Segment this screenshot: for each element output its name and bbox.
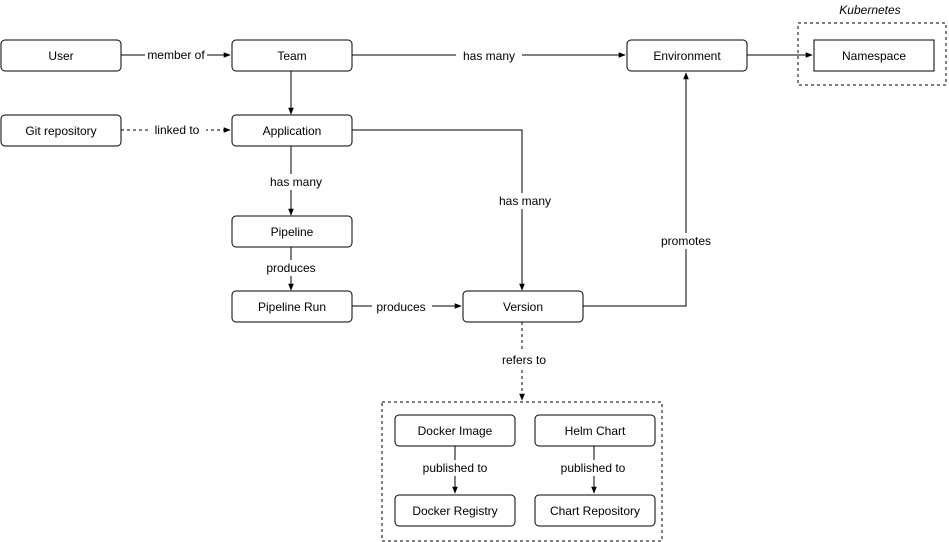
edge-label-application-version: has many xyxy=(494,193,554,209)
svg-text:Environment: Environment xyxy=(653,49,721,63)
edge-label-image-registry: published to xyxy=(418,460,492,476)
svg-text:Helm Chart: Helm Chart xyxy=(565,424,626,438)
svg-text:has many: has many xyxy=(463,49,515,63)
edge-version-environment xyxy=(583,72,689,307)
node-docker-registry: Docker Registry xyxy=(394,494,516,527)
svg-text:promotes: promotes xyxy=(661,234,711,248)
svg-text:has many: has many xyxy=(270,175,322,189)
node-version: Version xyxy=(462,290,584,323)
svg-text:linked to: linked to xyxy=(155,123,200,137)
svg-text:refers to: refers to xyxy=(502,353,546,367)
node-application: Application xyxy=(231,114,353,147)
node-docker-image: Docker Image xyxy=(394,414,516,447)
svg-text:Namespace: Namespace xyxy=(842,49,906,63)
node-pipeline: Pipeline xyxy=(231,215,353,248)
svg-text:Git repository: Git repository xyxy=(25,124,96,138)
svg-text:has many: has many xyxy=(499,194,551,208)
svg-text:Application: Application xyxy=(263,124,322,138)
node-team: Team xyxy=(231,39,353,72)
edge-label-team-environment: has many xyxy=(456,47,522,63)
edge-label-run-version: produces xyxy=(372,298,432,314)
node-environment: Environment xyxy=(626,39,748,72)
svg-text:Team: Team xyxy=(277,49,306,63)
node-git-repository: Git repository xyxy=(0,114,122,147)
edge-label-chart-repository: published to xyxy=(557,460,631,476)
edge-label-user-team: member of xyxy=(145,47,207,63)
svg-text:published to: published to xyxy=(561,461,626,475)
node-user: User xyxy=(0,39,122,72)
svg-text:produces: produces xyxy=(266,261,315,275)
svg-text:Chart Repository: Chart Repository xyxy=(550,504,640,518)
edge-label-version-environment: promotes xyxy=(658,233,716,249)
svg-text:Docker Registry: Docker Registry xyxy=(412,504,497,518)
node-helm-chart: Helm Chart xyxy=(534,414,656,447)
artifacts-group xyxy=(381,401,663,542)
edge-application-version xyxy=(352,129,525,291)
svg-text:User: User xyxy=(48,49,73,63)
svg-text:produces: produces xyxy=(376,300,425,314)
svg-text:Pipeline: Pipeline xyxy=(271,225,314,239)
svg-text:published to: published to xyxy=(423,461,488,475)
edge-label-application-pipeline: has many xyxy=(264,174,324,190)
edge-label-pipeline-run: produces xyxy=(262,260,322,276)
svg-text:member of: member of xyxy=(147,48,205,62)
svg-text:Docker Image: Docker Image xyxy=(418,424,493,438)
node-pipeline-run: Pipeline Run xyxy=(231,290,353,323)
svg-text:Version: Version xyxy=(503,300,543,314)
edge-label-version-artifacts: refers to xyxy=(496,351,552,367)
edge-label-git-application: linked to xyxy=(148,122,206,138)
kubernetes-group-title: Kubernetes xyxy=(839,3,900,17)
node-namespace: Namespace xyxy=(813,39,935,72)
svg-text:Pipeline Run: Pipeline Run xyxy=(258,300,326,314)
node-chart-repository: Chart Repository xyxy=(534,494,656,527)
kubernetes-group: Kubernetes xyxy=(797,3,947,86)
